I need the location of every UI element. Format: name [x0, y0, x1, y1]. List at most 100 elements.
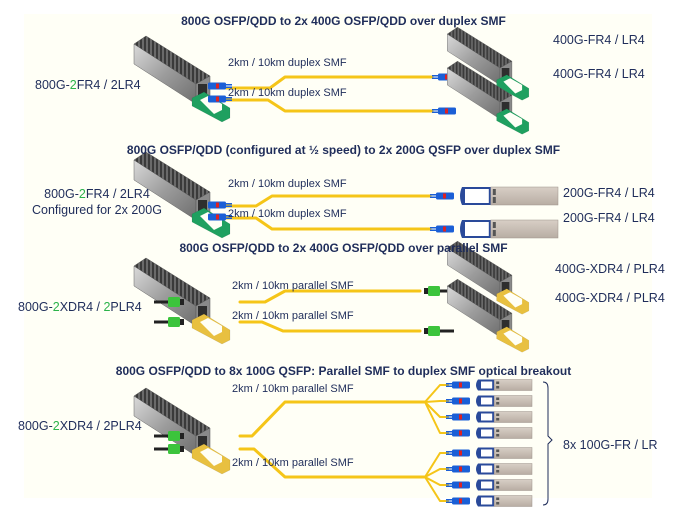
qsfp-body	[490, 219, 559, 239]
section-2-title: 800G OSFP/QDD (configured at ½ speed) to…	[126, 143, 561, 157]
breakout-fiber-5	[424, 452, 449, 478]
mpo-body	[168, 297, 180, 307]
section-4-source-module	[133, 387, 231, 475]
section-1-fiber-1	[224, 75, 434, 90]
label-part: 800G-	[35, 78, 70, 92]
optical-port	[198, 200, 207, 212]
qsfp-body	[493, 463, 533, 475]
mpo-body	[428, 326, 440, 336]
section-2-lc-source-1	[208, 201, 232, 209]
qsfp-port	[496, 481, 500, 484]
lc-ferrule	[430, 194, 436, 196]
section-4-trunk-2	[238, 447, 427, 479]
qsfp-tab-hole	[481, 381, 493, 389]
section-2-target-1-label: 200G-FR4 / LR4	[563, 186, 655, 200]
mpo-ferrule	[424, 328, 428, 334]
section-2-lc-target-2	[430, 225, 454, 233]
pull-tab-hole	[200, 318, 222, 336]
section-3-source-label: 800G-2XDR4 / 2PLR4	[18, 300, 142, 314]
mpo-body	[168, 431, 180, 441]
section-4-mpo-source-2	[154, 444, 184, 454]
section-2-target-2-label: 200G-FR4 / LR4	[563, 211, 655, 225]
label-accent: 2	[52, 419, 60, 433]
qsfp-port	[496, 397, 500, 400]
label-part: FR4 / 2LR4	[76, 78, 141, 92]
label-part: XDR4 /	[59, 300, 104, 314]
mpo-ferrule	[180, 433, 184, 439]
section-1-cable-2-label: 2km / 10km duplex SMF	[228, 87, 347, 99]
breakout-qsfp-3	[476, 411, 533, 423]
section-3-cable-1-label: 2km / 10km parallel SMF	[232, 280, 354, 292]
mpo-body	[168, 444, 180, 454]
qsfp-port	[496, 381, 500, 384]
section-2-qsfp-1	[460, 186, 559, 206]
optical-port	[198, 306, 207, 318]
optical-port	[501, 102, 510, 113]
breakout-fiber-1	[424, 384, 449, 403]
optical-port	[198, 84, 207, 96]
lc-ferrule	[446, 383, 452, 385]
breakout-bracket	[542, 381, 553, 506]
lc-ferrule	[430, 196, 436, 198]
lc-latch	[459, 382, 462, 388]
qsfp-port	[492, 189, 496, 195]
lc-ferrule	[446, 469, 452, 471]
label-line-1: 800G-2FR4 / 2LR4	[32, 186, 162, 202]
lc-latch	[459, 498, 462, 504]
qsfp-port	[496, 486, 500, 489]
breakout-qsfp-4	[476, 427, 533, 439]
qsfp-body	[493, 395, 533, 407]
lc-ferrule	[446, 485, 452, 487]
section-4-trunk-1	[238, 400, 427, 438]
breakout-fiber-4	[424, 401, 449, 434]
pull-tab-hole	[200, 212, 222, 230]
label-part: 800G-	[18, 300, 53, 314]
lc-ferrule	[432, 111, 438, 113]
section-2-lc-target-1	[430, 192, 454, 200]
label-line-2: Configured for 2x 200G	[32, 203, 162, 217]
section-1-source-label: 800G-2FR4 / 2LR4	[35, 78, 141, 92]
lc-ferrule	[432, 77, 438, 79]
section-1-source-module	[133, 35, 231, 123]
breakout-lc-6	[446, 465, 470, 473]
label-part: 800G-	[44, 187, 79, 201]
section-3-mpo-target-2	[424, 326, 454, 336]
breakout-lc-1	[446, 381, 470, 389]
lc-ferrule	[446, 385, 452, 387]
qsfp-port	[496, 386, 500, 389]
lc-ferrule	[446, 415, 452, 417]
qsfp-body	[493, 379, 533, 391]
lc-ferrule	[226, 215, 232, 217]
section-4-cable-2-label: 2km / 10km parallel SMF	[232, 457, 354, 469]
optical-port	[501, 282, 510, 293]
section-3-fiber-2	[238, 320, 422, 333]
breakout-qsfp-7	[476, 479, 533, 491]
lc-ferrule	[446, 499, 452, 501]
mpo-ferrule	[180, 319, 184, 325]
section-3-mpo-source-2	[154, 317, 184, 327]
label-accent: 2	[52, 300, 60, 314]
section-2-cable-2-label: 2km / 10km duplex SMF	[228, 208, 347, 220]
lc-ferrule	[446, 401, 452, 403]
section-2-source-module	[133, 151, 231, 239]
breakout-lc-3	[446, 413, 470, 421]
mpo-ferrule	[424, 288, 428, 294]
lc-ferrule	[226, 97, 232, 99]
section-4-mpo-source-1	[154, 431, 184, 441]
lc-ferrule	[446, 431, 452, 433]
lc-ferrule	[226, 99, 232, 101]
lc-latch	[459, 398, 462, 404]
section-1-target-2-label: 400G-FR4 / LR4	[553, 67, 645, 81]
breakout-fiber-6	[424, 468, 449, 478]
breakout-qsfp-6	[476, 463, 533, 475]
breakout-lc-2	[446, 397, 470, 405]
qsfp-port	[496, 449, 500, 452]
breakout-qsfp-8	[476, 495, 533, 507]
section-1-lc-source-1	[208, 82, 232, 90]
section-3-target-module-1	[446, 240, 530, 315]
section-3-mpo-source-1	[154, 297, 184, 307]
mpo-boot	[154, 300, 168, 304]
section-1-fiber-2	[224, 98, 434, 113]
label-accent: 2	[103, 300, 111, 314]
